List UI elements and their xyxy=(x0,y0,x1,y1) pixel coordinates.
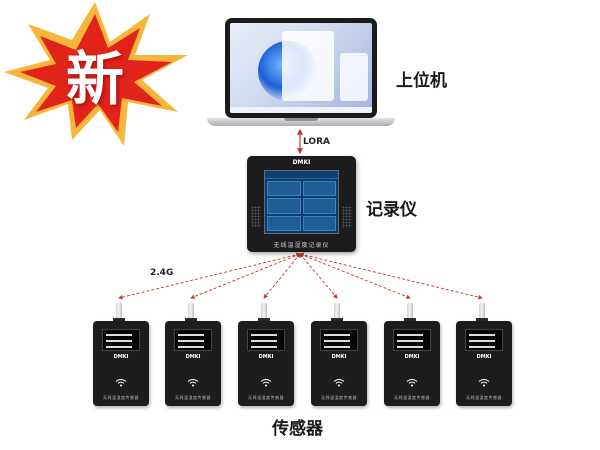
sensor-logo: DMKI xyxy=(404,354,420,360)
wifi-icon xyxy=(333,379,345,387)
sensor-device: DMKI 无线温湿度传感器 xyxy=(311,302,367,406)
link-recorder-sensor xyxy=(299,252,483,300)
new-badge-starburst xyxy=(4,2,188,146)
widgets-panel xyxy=(340,53,368,101)
sensor-caption: 无线温湿度传感器 xyxy=(394,395,430,400)
sensor-logo: DMKI xyxy=(331,354,347,360)
wifi-icon xyxy=(187,379,199,387)
sensor-body: DMKI 无线温湿度传感器 xyxy=(93,321,149,406)
recorder-caption: 无线温湿度记录仪 xyxy=(273,242,330,249)
recorder-label: 记录仪 xyxy=(366,200,417,220)
recorder-display xyxy=(264,170,339,234)
sensor-body: DMKI 无线温湿度传感器 xyxy=(311,321,367,406)
sensor-display xyxy=(174,329,212,351)
sensor-logo: DMKI xyxy=(113,354,129,360)
sensor-body: DMKI 无线温湿度传感器 xyxy=(165,321,221,406)
sensor-device: DMKI 无线温湿度传感器 xyxy=(165,302,221,406)
recorder-logo: DMKI xyxy=(292,159,311,166)
sensor-body: DMKI 无线温湿度传感器 xyxy=(456,321,512,406)
band-24g-label: 2.4G xyxy=(150,268,174,278)
probe-stem xyxy=(479,302,485,322)
probe-stem xyxy=(261,302,267,322)
sensor-label: 传感器 xyxy=(272,419,323,439)
sensor-device: DMKI 无线温湿度传感器 xyxy=(238,302,294,406)
link-recorder-sensor xyxy=(190,253,301,299)
link-recorder-sensor xyxy=(118,252,301,300)
vent-right xyxy=(342,206,352,228)
sensor-caption: 无线温湿度传感器 xyxy=(248,395,284,400)
wifi-icon xyxy=(260,379,272,387)
sensor-logo: DMKI xyxy=(258,354,274,360)
link-recorder-sensor xyxy=(263,253,301,299)
link-recorder-sensor xyxy=(299,253,411,299)
new-badge-text: 新 xyxy=(65,45,124,113)
sensor-device: DMKI 无线温湿度传感器 xyxy=(93,302,149,406)
lora-label: LORA xyxy=(303,137,330,147)
probe-stem xyxy=(407,302,413,322)
vent-left xyxy=(251,206,261,228)
link-recorder-sensor xyxy=(299,253,338,299)
wifi-icon xyxy=(478,379,490,387)
laptop-base xyxy=(207,118,395,126)
probe-stem xyxy=(334,302,340,322)
taskbar xyxy=(230,107,372,113)
sensor-display xyxy=(247,329,285,351)
host-label: 上位机 xyxy=(396,71,447,91)
sensor-display xyxy=(320,329,358,351)
probe-stem xyxy=(188,302,194,322)
sensor-display xyxy=(393,329,431,351)
sensor-body: DMKI 无线温湿度传感器 xyxy=(238,321,294,406)
sensor-caption: 无线温湿度传感器 xyxy=(175,395,211,400)
start-menu-panel xyxy=(282,31,334,101)
sensor-caption: 无线温湿度传感器 xyxy=(466,395,502,400)
sensor-logo: DMKI xyxy=(476,354,492,360)
laptop-screen xyxy=(225,18,377,118)
sensor-device: DMKI 无线温湿度传感器 xyxy=(384,302,440,406)
probe-stem xyxy=(116,302,122,322)
sensor-caption: 无线温湿度传感器 xyxy=(103,395,139,400)
recorder-device: DMKI 无线温湿度记录仪 xyxy=(247,156,356,252)
sensor-body: DMKI 无线温湿度传感器 xyxy=(384,321,440,406)
sensor-logo: DMKI xyxy=(185,354,201,360)
wifi-icon xyxy=(406,379,418,387)
sensor-device: DMKI 无线温湿度传感器 xyxy=(456,302,512,406)
sensor-display xyxy=(465,329,503,351)
wifi-icon xyxy=(115,379,127,387)
sensor-display xyxy=(102,329,140,351)
sensor-caption: 无线温湿度传感器 xyxy=(321,395,357,400)
desktop-wallpaper xyxy=(230,23,372,113)
